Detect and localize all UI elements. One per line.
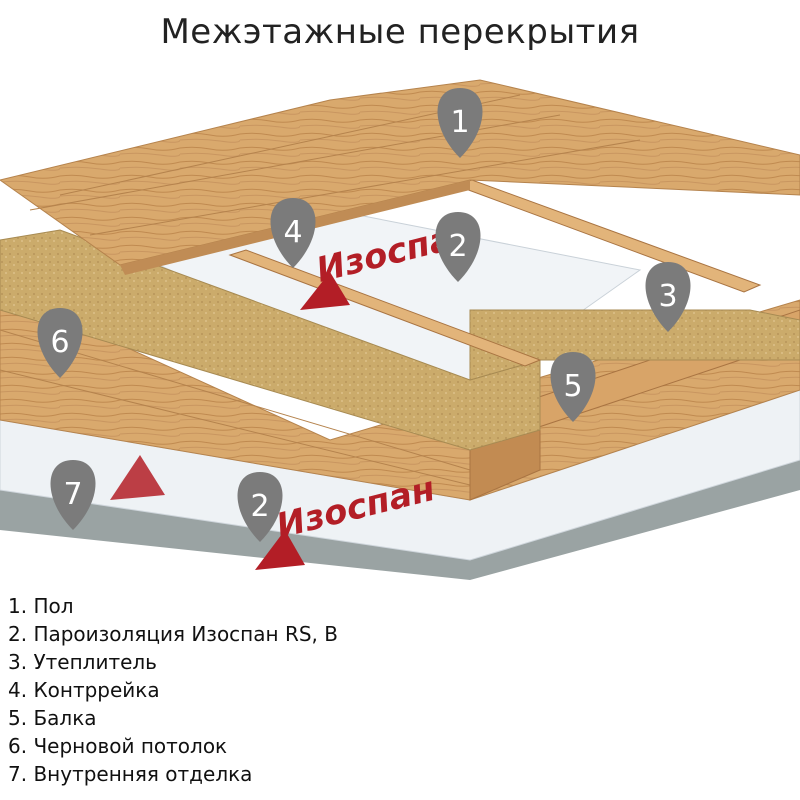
brand-logo-upper	[300, 272, 350, 310]
svg-text:5: 5	[563, 369, 582, 404]
counter-batten-1	[228, 249, 542, 367]
svg-text:3: 3	[658, 279, 677, 314]
svg-text:2: 2	[448, 229, 467, 264]
svg-text:2: 2	[250, 489, 269, 524]
floor-layers-illustration: Изоспан Изоспан 1 2 2 3 4 5 6 7	[0, 79, 800, 580]
insulation-back	[469, 309, 800, 381]
legend-item-floor: 1. Пол	[8, 594, 74, 618]
legend-item-vapor-barrier: 2. Пароизоляция Изоспан RS, B	[8, 622, 338, 646]
svg-text:4: 4	[283, 215, 302, 250]
svg-text:6: 6	[50, 325, 69, 360]
marker-7: 7	[50, 460, 96, 530]
legend-item-insulation: 3. Утеплитель	[8, 650, 157, 674]
legend-item-interior-finish: 7. Внутренняя отделка	[8, 762, 253, 786]
floor-boards	[0, 79, 800, 266]
brand-logo-lower	[255, 530, 305, 570]
legend-item-rough-ceiling: 6. Черновой потолок	[8, 734, 228, 758]
marker-2-lower: 2	[237, 472, 283, 542]
diagram-title: Межэтажные перекрытия	[160, 12, 640, 52]
layers-legend: 1. Пол 2. Пароизоляция Изоспан RS, B 3. …	[8, 592, 338, 788]
finish-layer	[0, 420, 800, 580]
legend-item-beam: 5. Балка	[8, 706, 97, 730]
marker-2-upper: 2	[435, 212, 481, 282]
svg-text:7: 7	[63, 477, 82, 512]
marker-6: 6	[37, 308, 83, 378]
marker-5: 5	[550, 352, 596, 422]
legend-item-counter-batten: 4. Контррейка	[8, 678, 160, 702]
marker-1: 1	[437, 88, 483, 158]
marker-3: 3	[645, 262, 691, 332]
marker-4: 4	[270, 198, 316, 268]
svg-text:1: 1	[450, 105, 469, 140]
rough-ceiling-boards	[0, 289, 800, 501]
brand-logo-left	[110, 455, 165, 500]
